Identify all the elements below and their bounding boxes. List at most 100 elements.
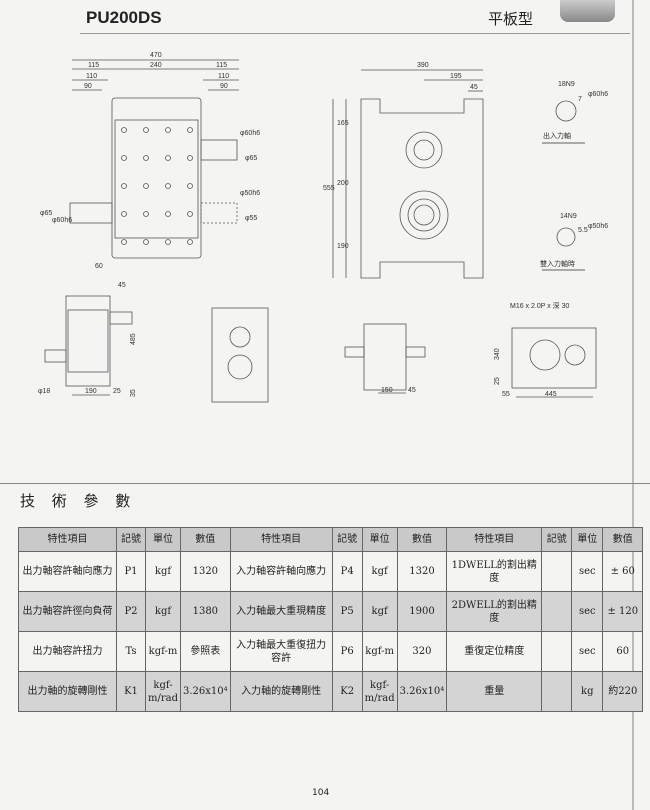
mounting-hole [143, 155, 149, 161]
dual-shaft-label: 雙入力軸時 [540, 259, 575, 268]
table-cell: Ts [116, 631, 146, 672]
dim-150: 150 [381, 387, 393, 394]
dim-110-right: 110 [218, 73, 229, 80]
mounting-hole [143, 183, 149, 189]
table-cell: P2 [116, 591, 146, 632]
dim-5-5: 5.5 [578, 227, 588, 234]
dim-90-right: 90 [220, 83, 228, 90]
column-header: 記號 [331, 527, 363, 552]
dim-55: 55 [502, 391, 510, 398]
table-cell: 入力軸容許軸向應力 [229, 551, 333, 592]
column-header: 數值 [602, 527, 644, 552]
table-cell: 3.26x10⁴ [180, 671, 231, 712]
dim-phi50: φ50h6 [588, 223, 608, 230]
table-cell: 出力軸容許軸向應力 [18, 551, 117, 592]
table-cell: 入力軸最大重復扭力容許 [229, 631, 333, 672]
table-cell: 2DWELL的割出精度 [446, 591, 543, 632]
mounting-hole [121, 127, 127, 133]
dim-445: 445 [545, 391, 557, 398]
dim-200: 200 [337, 180, 349, 187]
table-cell: kgf [145, 591, 181, 632]
table-cell: 1900 [396, 591, 448, 632]
mounting-hole [121, 211, 127, 217]
dim-shaft2: φ50h6 [240, 190, 260, 197]
dim-14n9: 14N9 [560, 213, 577, 220]
dim-45-bottom: 45 [408, 387, 416, 394]
thread-spec: M16 x 2.0P x 深 30 [510, 301, 570, 310]
side-view [332, 69, 585, 279]
mounting-hole [165, 183, 171, 189]
dim-60: 60 [95, 263, 103, 270]
mounting-hole [165, 127, 171, 133]
column-header: 單位 [571, 527, 604, 552]
table-cell: 1320 [396, 551, 448, 592]
column-header: 記號 [541, 527, 573, 552]
mounting-hole [165, 239, 171, 245]
table-cell: sec [571, 591, 604, 632]
table-cell: 入力軸的旋轉剛性 [229, 671, 333, 712]
dim-240: 240 [150, 62, 162, 69]
mounting-hole [165, 155, 171, 161]
mounting-hole [187, 183, 193, 189]
dim-485: 485 [130, 333, 137, 345]
dim-90-left: 90 [84, 83, 92, 90]
mounting-hole [121, 239, 127, 245]
dim-left-shaft-b: φ60h6 [52, 217, 72, 224]
dim-555: 555 [323, 185, 335, 192]
table-cell: P6 [331, 631, 363, 672]
shaft-detail-label: 出入力軸 [543, 131, 571, 140]
table-cell: kgf [145, 551, 181, 592]
model-type: 平板型 [488, 10, 534, 28]
dim-45: 45 [118, 282, 126, 289]
dim-190-bottom: 190 [85, 388, 97, 395]
table-cell: 320 [396, 631, 448, 672]
table-cell: 出力軸容許徑向負荷 [18, 591, 117, 632]
table-cell: ± 60 [602, 551, 644, 592]
mounting-hole [121, 155, 127, 161]
mounting-hole [187, 211, 193, 217]
dim-shaft1b: φ65 [245, 155, 257, 162]
dim-190: 190 [337, 243, 349, 250]
mounting-hole [187, 239, 193, 245]
table-cell: 參照表 [180, 631, 231, 672]
table-cell: sec [571, 551, 604, 592]
table-cell: 出力軸的旋轉剛性 [18, 671, 117, 712]
dim-25: 25 [113, 388, 121, 395]
bottom-views [44, 295, 597, 403]
dim-shaft2b: φ55 [245, 215, 257, 222]
section-divider [0, 483, 650, 484]
mounting-hole [143, 239, 149, 245]
table-cell [541, 591, 573, 632]
column-header: 記號 [116, 527, 146, 552]
table-cell: 1DWELL的割出精度 [446, 551, 543, 592]
page-edge [632, 0, 634, 810]
product-photo [560, 0, 615, 22]
dim-35: 35 [130, 389, 137, 397]
table-cell: K2 [331, 671, 363, 712]
dim-390: 390 [417, 62, 429, 69]
dim-25-right: 25 [494, 377, 501, 385]
dim-7: 7 [578, 96, 582, 103]
column-header: 特性項目 [446, 527, 543, 552]
mounting-hole [143, 127, 149, 133]
dim-165: 165 [337, 120, 349, 127]
table-header: 特性項目記號單位數值特性項目記號單位數值特性項目記號單位數值 [18, 527, 644, 552]
dim-340: 340 [494, 348, 501, 360]
dim-phi60: φ60h6 [588, 91, 608, 98]
table-cell: 重復定位精度 [446, 631, 543, 672]
table-cell: 出力軸容許扭力 [18, 631, 117, 672]
table-cell: kgf [361, 551, 398, 592]
top-view [69, 59, 239, 259]
table-cell [541, 551, 573, 592]
table-cell: 60 [602, 631, 644, 672]
model-title: PU200DS [86, 8, 162, 27]
mounting-hole [187, 127, 193, 133]
column-header: 特性項目 [18, 527, 117, 552]
page-number: 104 [312, 788, 330, 798]
column-header: 單位 [361, 527, 398, 552]
